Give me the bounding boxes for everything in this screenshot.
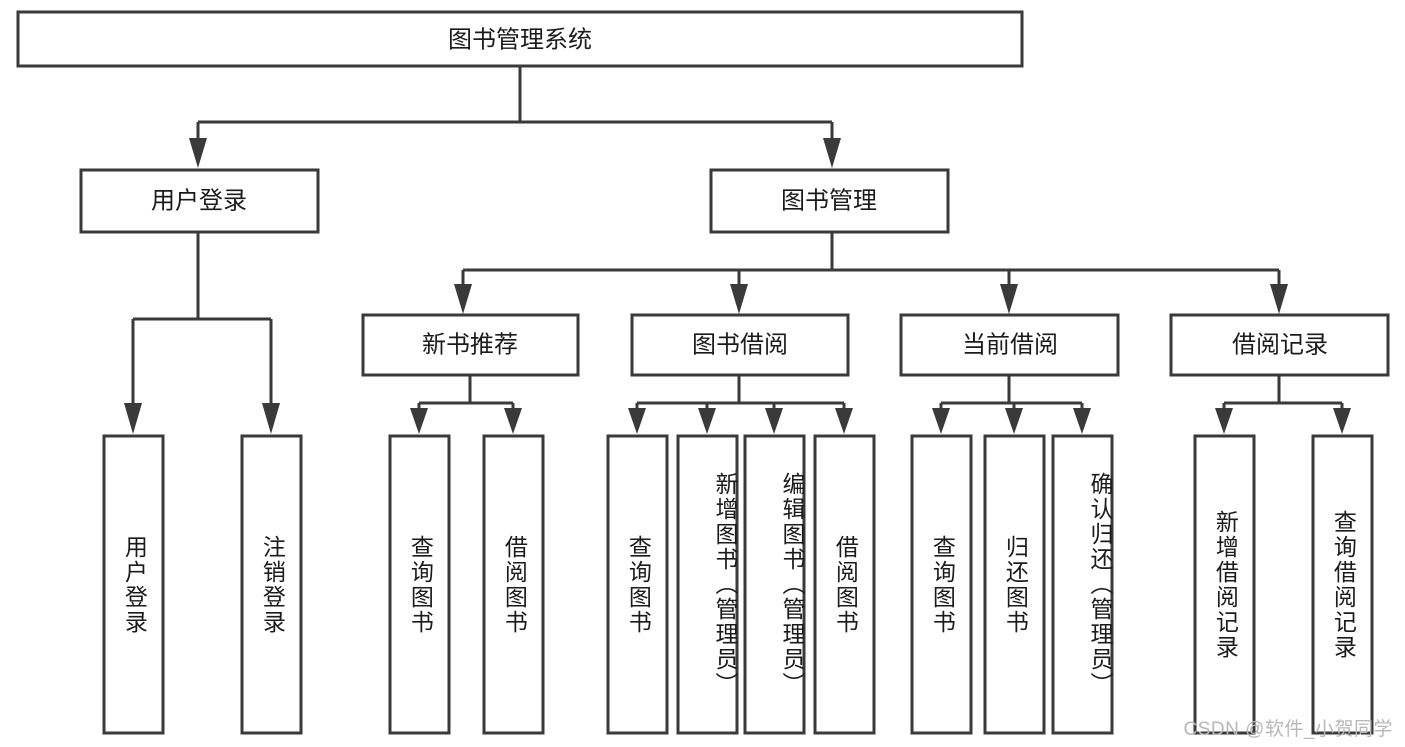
connector-group-root <box>189 66 841 168</box>
connector-group-current-borrow <box>932 375 1091 434</box>
arrow-head-leaf-return-book <box>1005 408 1023 434</box>
arrow-head-leaf-user-login <box>124 403 142 434</box>
arrow-head-leaf-logout <box>262 403 280 434</box>
node-user-login-label: 用户登录 <box>151 187 247 214</box>
arrow-head-current-borrow <box>1000 284 1018 314</box>
connector-group-borrow-record <box>1215 375 1351 434</box>
node-book-manage-box[interactable] <box>709 168 950 234</box>
node-leaf-add-record-box[interactable] <box>1193 434 1256 735</box>
arrow-head-leaf-query-book-2 <box>628 408 646 434</box>
node-new-book-recommend[interactable]: 新书推荐 <box>361 313 580 377</box>
node-root[interactable]: 图书管理系统 <box>16 10 1024 68</box>
node-book-manage-label: 图书管理 <box>781 187 877 214</box>
node-leaf-borrow-book-1-box[interactable] <box>482 434 545 735</box>
node-leaf-add-book-box[interactable] <box>676 434 739 735</box>
arrow-head-book-manage <box>823 138 841 168</box>
node-book-borrow[interactable]: 图书借阅 <box>630 313 850 377</box>
node-book-manage[interactable]: 图书管理 <box>709 168 950 234</box>
node-leaf-user-login-box[interactable] <box>102 434 165 735</box>
arrow-head-user-login <box>189 138 207 168</box>
node-leaf-return-book-box[interactable] <box>983 434 1046 735</box>
node-leaf-query-book-1-box[interactable] <box>388 434 451 735</box>
node-leaf-query-book-3-box[interactable] <box>910 434 973 735</box>
node-leaf-query-record-box[interactable] <box>1311 434 1374 735</box>
node-borrow-record[interactable]: 借阅记录 <box>1169 313 1390 377</box>
arrow-head-leaf-add-book <box>698 408 716 434</box>
node-root-label: 图书管理系统 <box>448 26 592 53</box>
node-new-book-recommend-box[interactable] <box>361 313 580 377</box>
arrow-head-leaf-confirm-return <box>1073 408 1091 434</box>
arrow-head-leaf-query-book-3 <box>932 408 950 434</box>
arrow-head-leaf-query-book-1 <box>410 408 428 434</box>
node-book-borrow-box[interactable] <box>630 313 850 377</box>
connector-group-new-book-recommend <box>410 375 522 434</box>
watermark-text: CSDN @软件_小贺同学 <box>1183 719 1393 740</box>
node-leaf-query-book-2-box[interactable] <box>606 434 669 735</box>
node-new-book-recommend-label: 新书推荐 <box>422 331 518 358</box>
node-root-box[interactable] <box>16 10 1024 68</box>
node-user-login[interactable]: 用户登录 <box>79 168 320 234</box>
arrow-head-book-borrow <box>730 284 748 314</box>
node-user-login-box[interactable] <box>79 168 320 234</box>
arrow-head-leaf-borrow-book-1 <box>504 408 522 434</box>
node-book-borrow-label: 图书借阅 <box>692 331 788 358</box>
node-borrow-record-label: 借阅记录 <box>1232 331 1328 358</box>
arrow-head-leaf-edit-book <box>765 408 783 434</box>
node-borrow-record-box[interactable] <box>1169 313 1390 377</box>
connector-group-book-manage <box>454 232 1288 314</box>
arrow-head-leaf-add-record <box>1215 408 1233 434</box>
arrow-head-new-book-recommend <box>454 284 472 314</box>
node-leaf-edit-book-box[interactable] <box>743 434 806 735</box>
node-leaf-borrow-book-2-box[interactable] <box>813 434 876 735</box>
arrow-head-leaf-borrow-book-2 <box>835 408 853 434</box>
node-leaf-confirm-return-box[interactable] <box>1051 434 1114 735</box>
arrow-head-borrow-record <box>1270 284 1288 314</box>
leaf-boxes <box>102 434 1374 735</box>
node-leaf-logout-box[interactable] <box>240 434 303 735</box>
node-current-borrow[interactable]: 当前借阅 <box>899 313 1120 377</box>
connector-group-user-login <box>124 232 280 434</box>
connector-group-book-borrow <box>628 375 853 434</box>
node-current-borrow-box[interactable] <box>899 313 1120 377</box>
arrow-head-leaf-query-record <box>1333 408 1351 434</box>
node-current-borrow-label: 当前借阅 <box>962 331 1058 358</box>
